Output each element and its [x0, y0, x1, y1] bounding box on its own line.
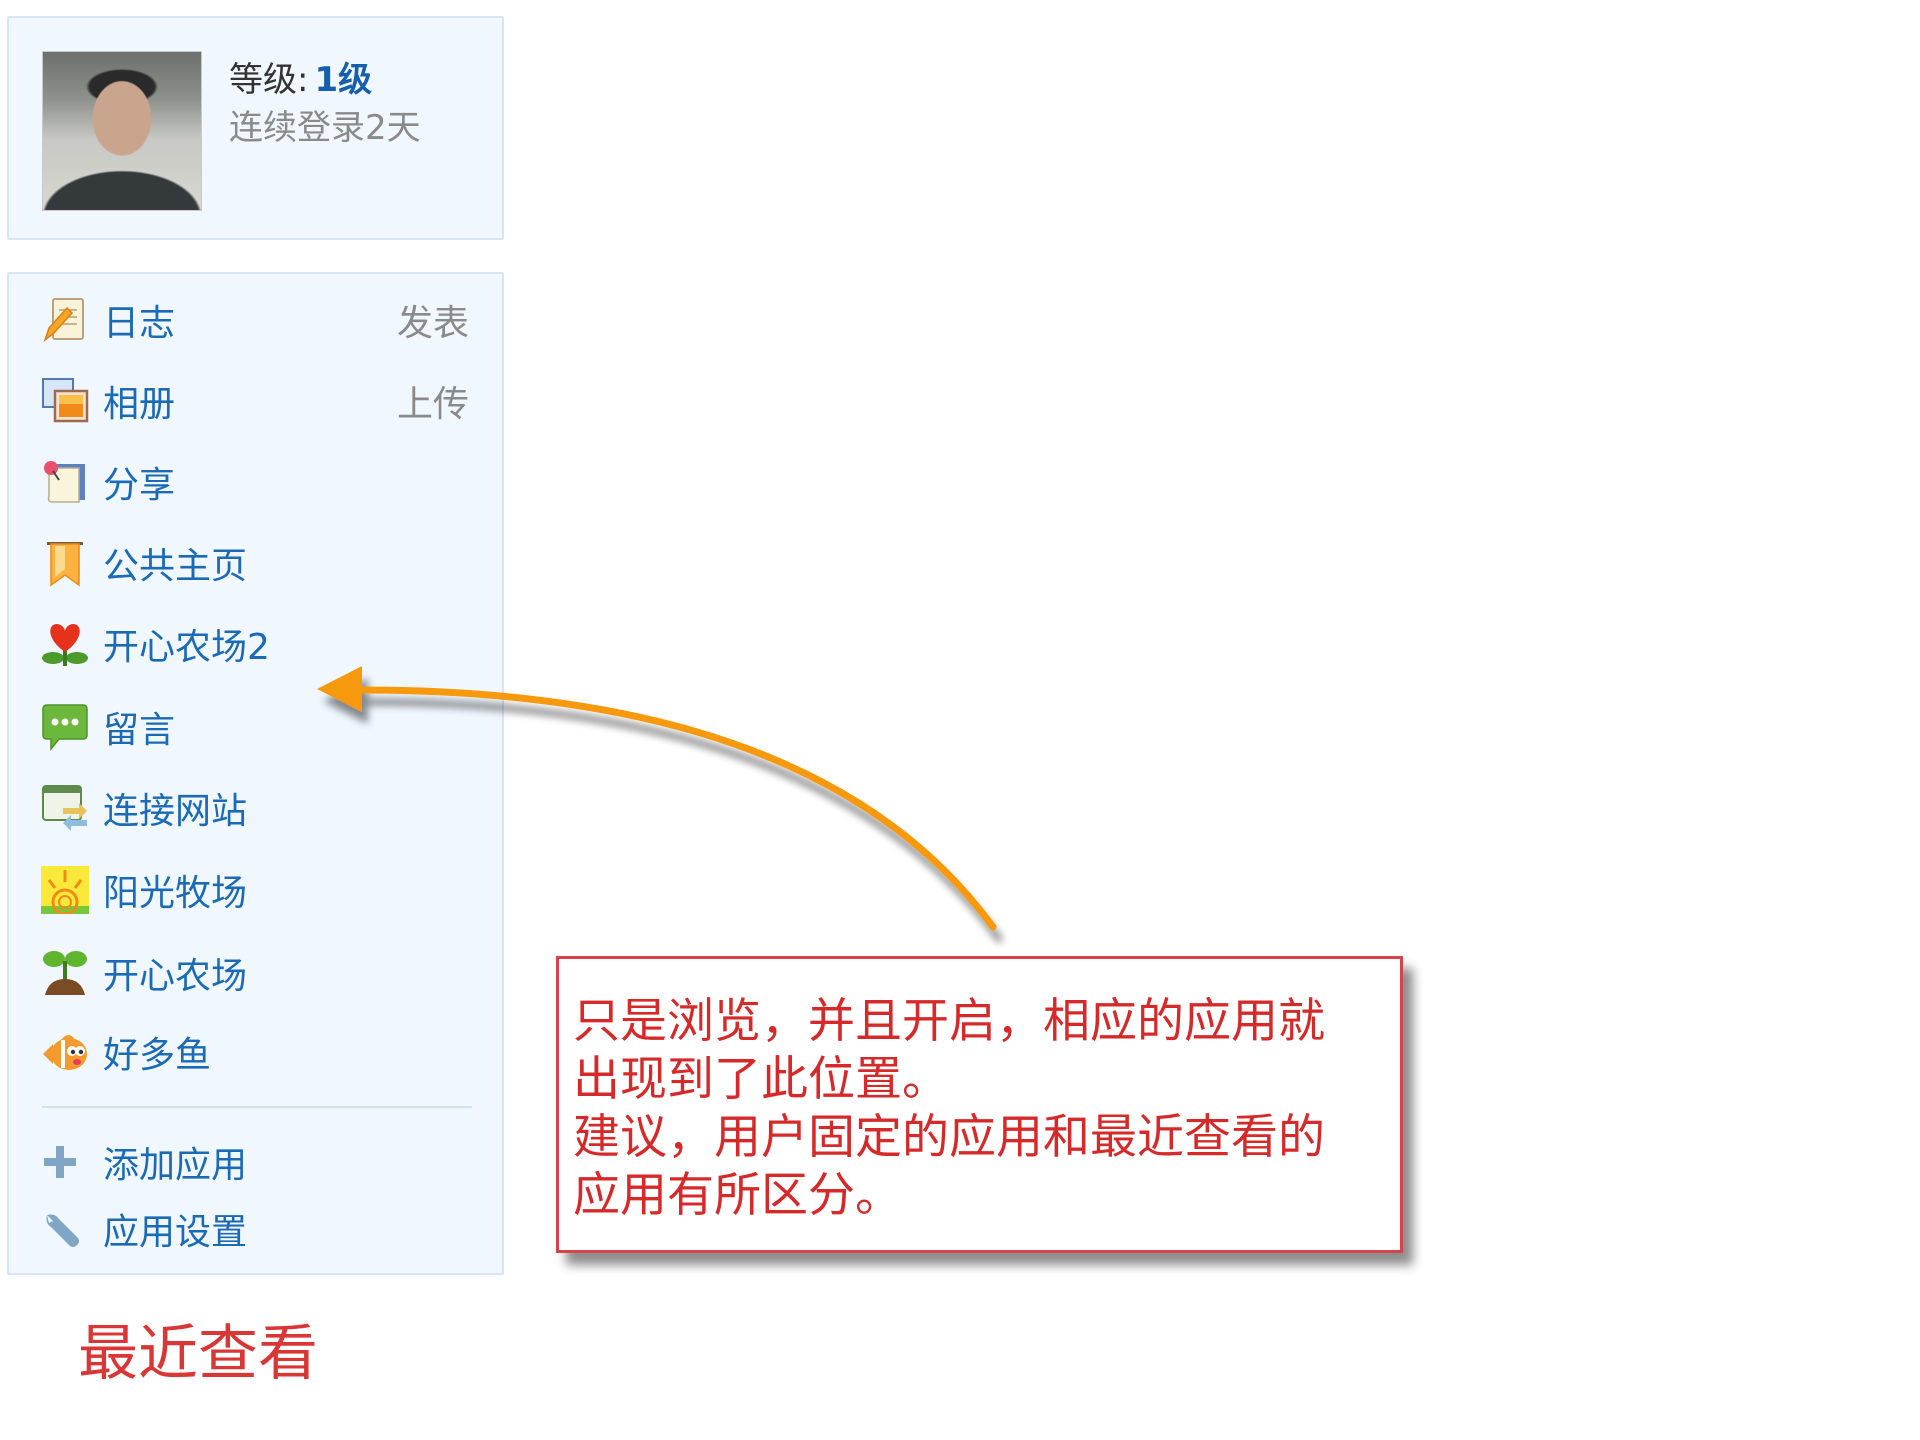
apps-panel: 日志 发表 相册 上传 分享 [7, 272, 504, 1275]
add-app-label[interactable]: 添加应用 [103, 1145, 248, 1186]
app-label[interactable]: 相册 [103, 384, 176, 425]
level-line: 等级:1级 [229, 52, 372, 101]
app-label[interactable]: 连接网站 [103, 791, 248, 832]
app-settings-button[interactable]: 应用设置 [9, 1199, 502, 1259]
app-item-sunny-ranch[interactable]: 阳光牧场 [9, 860, 502, 920]
diary-icon [41, 296, 89, 344]
sprout-icon [41, 949, 89, 997]
publish-link[interactable]: 发表 [396, 303, 469, 344]
callout-line: 只是浏览，并且开启，相应的应用就 [573, 994, 1325, 1049]
app-item-public-page[interactable]: 公共主页 [9, 533, 502, 593]
level-label: 等级: [229, 60, 309, 100]
callout-line: 出现到了此位置。 [573, 1052, 949, 1107]
callout-text: 只是浏览，并且开启，相应的应用就 出现到了此位置。 建议，用户固定的应用和最近查… [573, 993, 1386, 1225]
app-label[interactable]: 公共主页 [103, 546, 248, 587]
callout-line: 建议，用户固定的应用和最近查看的 [573, 1110, 1325, 1165]
callout-line: 应用有所区分。 [573, 1168, 902, 1223]
speech-bubble-icon [41, 703, 89, 751]
app-label[interactable]: 阳光牧场 [103, 873, 248, 914]
app-label[interactable]: 开心农场 [103, 956, 248, 997]
plus-icon [41, 1142, 81, 1182]
app-item-message[interactable]: 留言 [9, 697, 502, 757]
upload-link[interactable]: 上传 [396, 384, 469, 425]
app-settings-label[interactable]: 应用设置 [103, 1212, 248, 1253]
login-streak: 连续登录2天 [229, 108, 421, 148]
divider [42, 1106, 472, 1108]
avatar[interactable] [42, 51, 202, 211]
app-item-happy-farm[interactable]: 开心农场 [9, 943, 502, 1003]
profile-panel: 等级:1级 连续登录2天 [7, 16, 504, 240]
add-app-button[interactable]: 添加应用 [9, 1132, 502, 1192]
heart-flower-icon [41, 620, 89, 668]
app-item-fish[interactable]: 好多鱼 [9, 1022, 502, 1082]
app-item-happy-farm-2[interactable]: 开心农场2 [9, 614, 502, 674]
share-icon [41, 458, 89, 506]
app-item-share[interactable]: 分享 [9, 452, 502, 512]
app-item-photo-album[interactable]: 相册 上传 [9, 371, 502, 431]
app-label[interactable]: 日志 [103, 303, 176, 344]
sun-icon [41, 866, 89, 914]
connect-website-icon [41, 784, 89, 832]
fish-icon [41, 1028, 89, 1076]
app-label[interactable]: 留言 [103, 710, 176, 751]
photo-album-icon [41, 377, 89, 425]
app-label[interactable]: 开心农场2 [103, 627, 270, 668]
bookmark-icon [41, 539, 89, 587]
recent-caption: 最近查看 [78, 1319, 318, 1389]
app-item-diary[interactable]: 日志 发表 [9, 290, 502, 350]
app-label[interactable]: 好多鱼 [103, 1035, 212, 1076]
level-value[interactable]: 1级 [314, 60, 373, 100]
annotation-callout: 只是浏览，并且开启，相应的应用就 出现到了此位置。 建议，用户固定的应用和最近查… [556, 956, 1403, 1253]
app-label[interactable]: 分享 [103, 465, 176, 506]
app-item-connect-website[interactable]: 连接网站 [9, 778, 502, 838]
wrench-icon [41, 1209, 81, 1249]
